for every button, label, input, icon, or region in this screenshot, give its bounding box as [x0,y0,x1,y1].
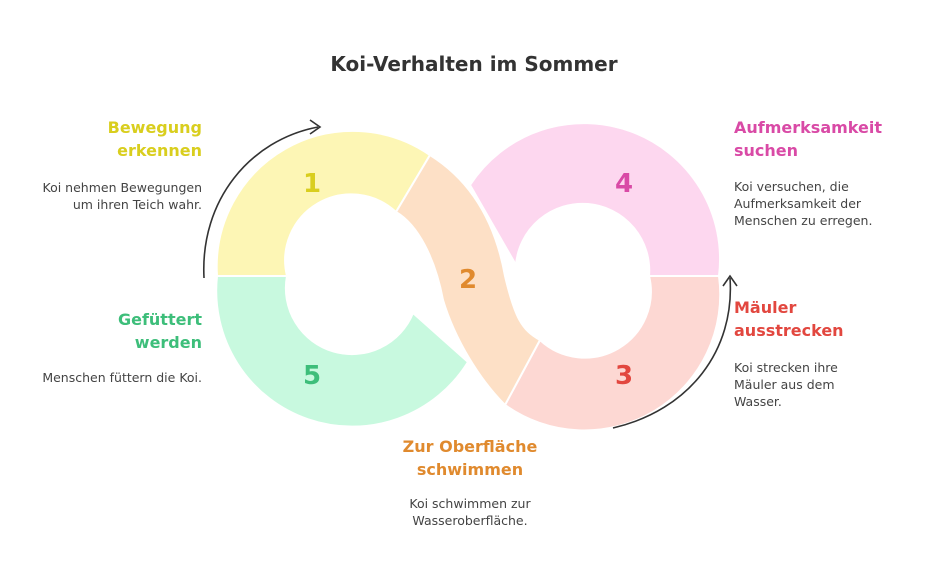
segment-3 [503,275,722,432]
step-5-description: Menschen füttern die Koi. [42,370,202,385]
step-1-description: Koi nehmen Bewegungen um ihren Teich wah… [42,180,202,212]
arrowhead-right-icon [722,274,738,287]
segment-2 [394,153,542,407]
step-1-heading: Bewegung erkennen [107,118,202,160]
step-3-heading: Mäuler ausstrecken [734,298,844,340]
step-2-heading: Zur Oberfläche schwimmen [402,437,538,479]
step-2-description: Koi schwimmen zur Wasseroberfläche. [409,496,531,528]
step-number-2: 2 [459,265,477,295]
arrowhead-left-icon [309,119,322,135]
step-3-description: Koi strecken ihre Mäuler aus dem Wasser. [734,360,838,409]
segment-1 [215,129,432,277]
step-number-5: 5 [303,361,321,391]
segment-5 [215,275,470,428]
diagram-title: Koi-Verhalten im Sommer [330,52,618,76]
step-4-description: Koi versuchen, die Aufmerksamkeit der Me… [734,179,873,228]
step-number-4: 4 [615,169,633,199]
cycle-arrow-left [203,126,319,279]
step-number-1: 1 [303,169,321,199]
step-4-heading: Aufmerksamkeit suchen [734,118,882,160]
step-5-heading: Gefüttert werden [117,310,202,352]
cycle-arrow-right [612,277,732,429]
step-number-3: 3 [615,361,633,391]
segment-4 [468,122,722,277]
